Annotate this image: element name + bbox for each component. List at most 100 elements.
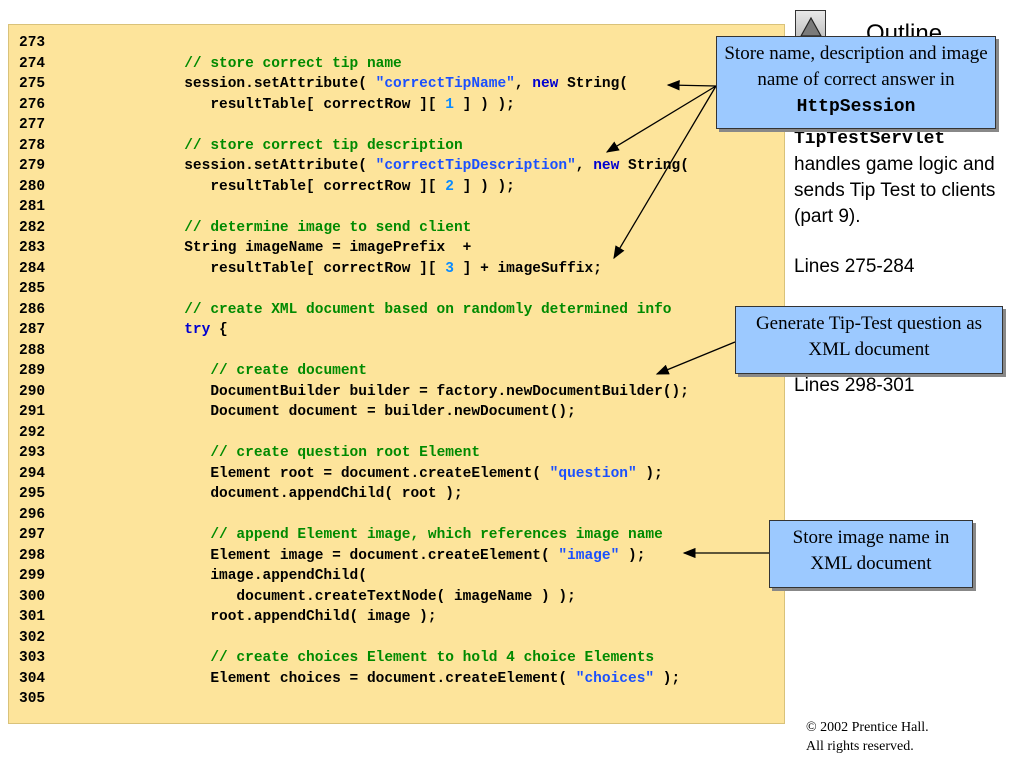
code-token-plain: ] ) ); xyxy=(453,96,515,113)
code-line: 305 xyxy=(19,689,779,710)
code-token-comment: // create XML document based on randomly… xyxy=(184,301,672,318)
code-line: 273 xyxy=(19,33,779,54)
copyright-line-1: © 2002 Prentice Hall. xyxy=(806,720,929,735)
code-line: 295 document.appendChild( root ); xyxy=(19,484,779,505)
code-line: 282 // determine image to send client xyxy=(19,218,779,239)
code-token-plain: image.appendChild( xyxy=(132,568,367,584)
code-token-plain: ); xyxy=(619,547,646,564)
code-token-plain: session.setAttribute( xyxy=(132,158,376,174)
line-number: 274 xyxy=(19,55,46,72)
lines-range-b: Lines 298-301 xyxy=(794,375,915,396)
line-number: 298 xyxy=(19,547,46,564)
line-number: 303 xyxy=(19,650,46,666)
callout-session: Store name, description and image name o… xyxy=(716,36,996,129)
code-token-plain xyxy=(132,363,210,379)
code-token-plain: DocumentBuilder builder = factory.newDoc… xyxy=(132,383,689,400)
code-token-plain: ); xyxy=(654,670,681,687)
sidebar-notes: TipTestServlet handles game logic and se… xyxy=(794,126,1020,280)
code-token-plain: Element image = document.createElement( xyxy=(132,547,559,564)
code-token-string: "question" xyxy=(549,465,637,482)
code-line: 303 // create choices Element to hold 4 … xyxy=(19,648,779,669)
line-number: 284 xyxy=(19,260,46,277)
line-number: 299 xyxy=(19,568,46,584)
code-token-plain: resultTable[ correctRow ][ xyxy=(132,260,446,277)
code-line: 302 xyxy=(19,628,779,649)
code-line: 287 try { xyxy=(19,320,779,341)
code-token-plain xyxy=(132,138,184,154)
code-token-string: "image" xyxy=(558,547,620,564)
code-token-plain: document.createTextNode( imageName ) ); xyxy=(132,588,576,605)
line-number: 286 xyxy=(19,301,46,318)
code-line: 278 // store correct tip description xyxy=(19,136,779,157)
code-line: 292 xyxy=(19,423,779,444)
copyright-line-2: All rights reserved. xyxy=(806,739,914,754)
code-token-plain: , xyxy=(575,158,594,174)
code-token-comment: // determine image to send client xyxy=(184,219,472,236)
code-line: 293 // create question root Element xyxy=(19,443,779,464)
code-token-comment: // create document xyxy=(210,363,367,379)
code-token-plain: resultTable[ correctRow ][ xyxy=(132,178,446,195)
code-token-plain: , xyxy=(514,76,533,92)
code-token-number: 1 xyxy=(445,96,454,113)
lines-range-a: Lines 275-284 xyxy=(794,256,915,277)
line-number: 287 xyxy=(19,322,46,338)
callout-image: Store image name in XML document xyxy=(769,520,973,588)
code-token-plain xyxy=(132,322,184,338)
line-number: 293 xyxy=(19,445,46,461)
code-token-plain: ); xyxy=(636,465,663,482)
code-line: 296 xyxy=(19,505,779,526)
code-line: 288 xyxy=(19,341,779,362)
callout-image-text: Store image name in XML document xyxy=(792,527,950,574)
code-token-plain xyxy=(132,220,184,236)
line-number: 290 xyxy=(19,383,46,400)
up-triangle-icon xyxy=(800,16,822,37)
line-number: 291 xyxy=(19,404,46,420)
code-token-plain: String( xyxy=(558,76,629,92)
code-line: 280 resultTable[ correctRow ][ 2 ] ) ); xyxy=(19,177,779,198)
code-line: 283 String imageName = imagePrefix + xyxy=(19,238,779,259)
code-line: 297 // append Element image, which refer… xyxy=(19,525,779,546)
code-line: 279 session.setAttribute( "correctTipDes… xyxy=(19,156,779,177)
copyright: © 2002 Prentice Hall. All rights reserve… xyxy=(806,718,929,756)
code-token-comment: // create question root Element xyxy=(210,445,481,461)
code-line: 285 xyxy=(19,279,779,300)
code-line: 304 Element choices = document.createEle… xyxy=(19,669,779,690)
class-description: handles game logic and sends Tip Test to… xyxy=(794,154,996,227)
line-number: 305 xyxy=(19,691,46,707)
code-line: 291 Document document = builder.newDocum… xyxy=(19,402,779,423)
line-number: 275 xyxy=(19,76,46,92)
code-token-plain xyxy=(132,302,184,318)
code-token-plain: String( xyxy=(619,158,689,174)
line-number: 288 xyxy=(19,342,46,359)
code-token-string: "choices" xyxy=(575,670,655,687)
code-token-plain: ] ) ); xyxy=(453,178,515,195)
callout-session-code: HttpSession xyxy=(796,97,916,117)
code-line: 274 // store correct tip name xyxy=(19,54,779,75)
code-token-plain: root.appendChild( image ); xyxy=(132,609,437,625)
code-token-keyword: new xyxy=(593,158,620,174)
code-line: 289 // create document xyxy=(19,361,779,382)
code-line: 300 document.createTextNode( imageName )… xyxy=(19,587,779,608)
code-token-plain: session.setAttribute( xyxy=(132,76,376,92)
line-number: 273 xyxy=(19,35,46,51)
code-token-plain xyxy=(132,527,210,543)
code-token-keyword: try xyxy=(184,322,211,338)
code-token-number: 2 xyxy=(445,178,454,195)
code-token-comment: // store correct tip name xyxy=(184,55,402,72)
line-number: 289 xyxy=(19,363,46,379)
code-token-keyword: new xyxy=(532,76,559,92)
code-token-string: "correctTipName" xyxy=(375,76,515,92)
code-token-string: "correctTipDescription" xyxy=(375,158,576,174)
line-number: 283 xyxy=(19,240,46,256)
code-token-comment: // create choices Element to hold 4 choi… xyxy=(210,650,655,666)
code-token-plain xyxy=(132,445,210,461)
callout-xml: Generate Tip-Test question as XML docume… xyxy=(735,306,1003,374)
code-token-comment: // append Element image, which reference… xyxy=(210,527,663,543)
code-line: 290 DocumentBuilder builder = factory.ne… xyxy=(19,382,779,403)
line-number: 280 xyxy=(19,178,46,195)
line-number: 278 xyxy=(19,137,46,154)
code-token-plain xyxy=(132,56,184,72)
code-token-plain xyxy=(132,650,210,666)
